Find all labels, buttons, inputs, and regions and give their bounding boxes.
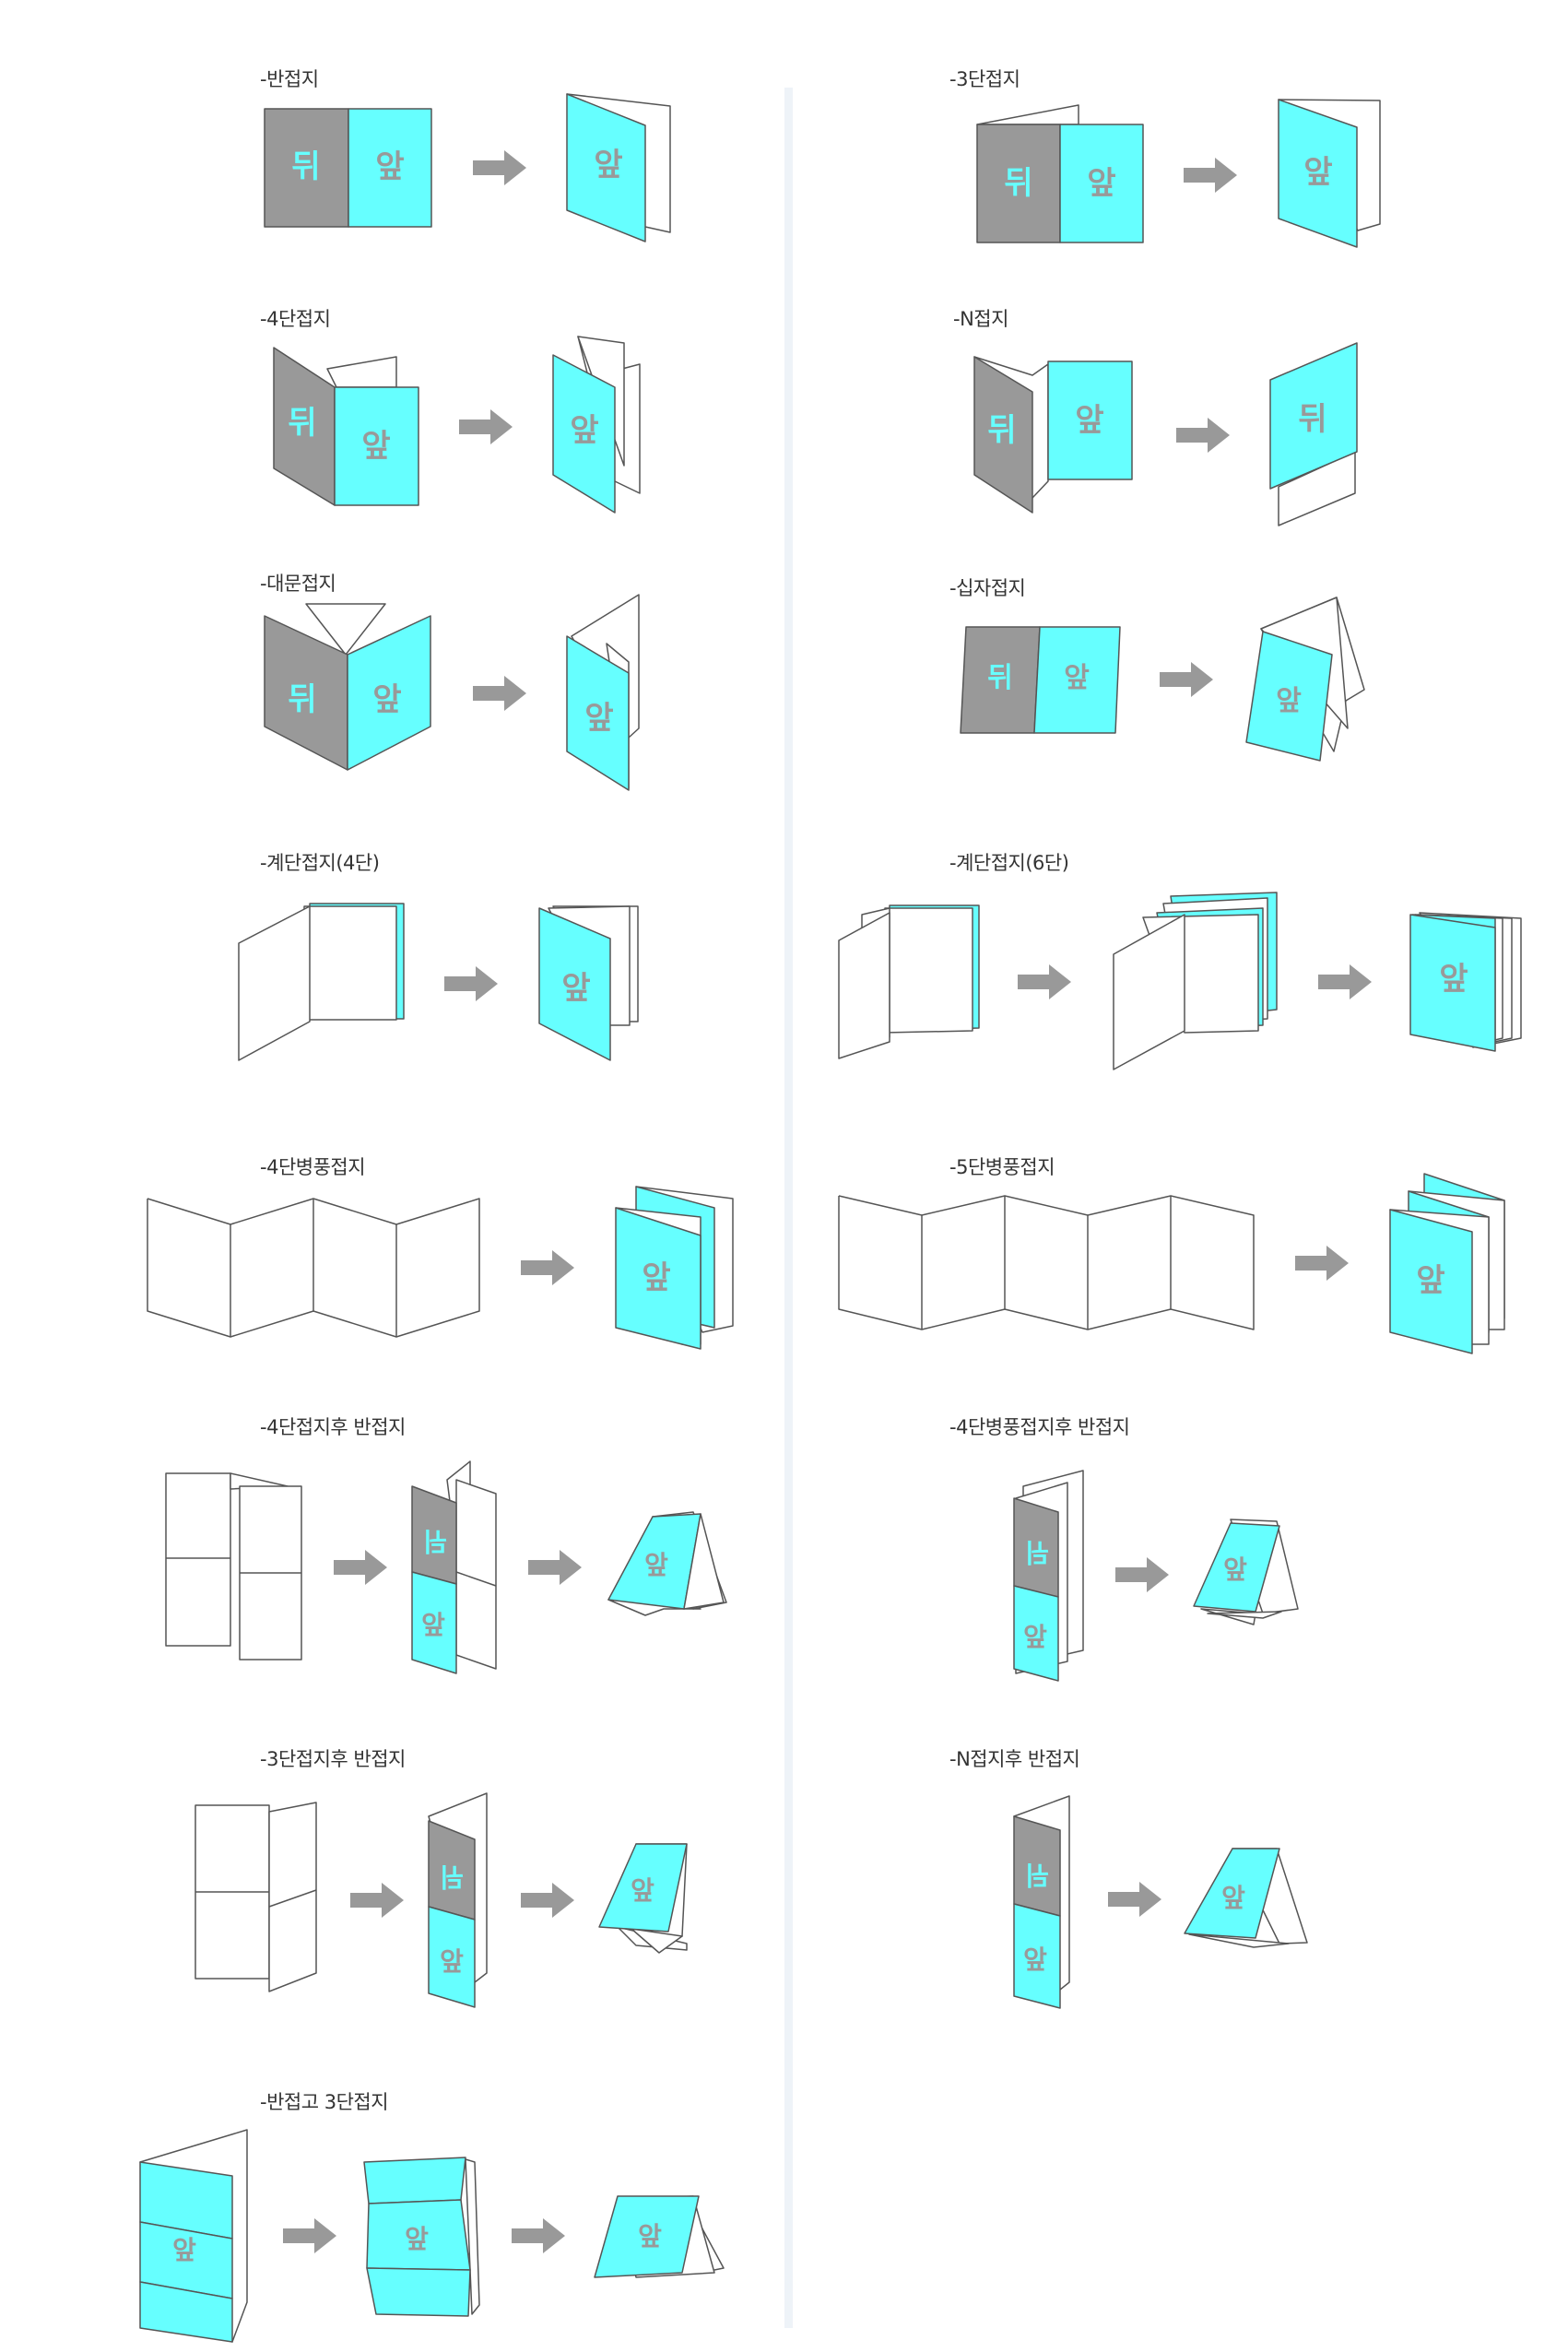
label-tri-fold: -3단접지: [949, 68, 1020, 90]
back-text: 뒤: [987, 662, 1013, 694]
label-step-fold-6: -계단접지(6단): [949, 852, 1069, 874]
front-text: 앞: [172, 2235, 196, 2265]
half-then-tri-diagram: 앞 앞 앞: [139, 2129, 725, 2343]
front-text: 앞: [561, 970, 590, 1007]
label-gate-fold: -대문접지: [260, 573, 336, 595]
label-half-fold: -반접지: [260, 68, 319, 90]
back-text: 뒤: [1004, 165, 1032, 202]
accordion-5-diagram: 앞: [838, 1173, 1505, 1354]
label-step-fold-4: -계단접지(4단): [260, 852, 380, 874]
front-text: 앞: [375, 148, 404, 185]
accordion-4-then-half-diagram: 뒤 앞 앞: [1013, 1470, 1299, 1682]
front-text: 앞: [1023, 1622, 1047, 1652]
front-text: 앞: [1221, 1883, 1245, 1913]
n-then-half-diagram: 뒤 앞 앞: [1013, 1795, 1308, 2009]
gate-fold-diagram: 뒤 앞 앞: [264, 594, 640, 791]
back-text: 뒤: [440, 1862, 464, 1892]
front-text: 앞: [570, 412, 598, 449]
label-n-then-half: -N접지후 반접지: [949, 1748, 1080, 1770]
back-text: 뒤: [1025, 1860, 1049, 1890]
front-text: 앞: [440, 1946, 464, 1977]
accordion-4-diagram: 앞: [147, 1186, 734, 1350]
column-divider: [784, 88, 793, 2328]
front-text: 앞: [642, 1259, 670, 1296]
front-text: 앞: [584, 700, 613, 737]
front-text: 앞: [1276, 685, 1302, 717]
front-text: 앞: [631, 1875, 654, 1906]
label-four-panel-fold: -4단접지: [260, 308, 331, 330]
front-text: 앞: [421, 1610, 445, 1640]
label-accordion-4: -4단병풍접지: [260, 1156, 366, 1178]
front-text: 앞: [1087, 165, 1115, 202]
cross-fold-diagram: 뒤 앞 앞: [960, 597, 1365, 762]
front-text: 앞: [594, 147, 622, 183]
half-fold-diagram: 뒤 앞 앞: [264, 93, 671, 242]
back-text: 뒤: [1298, 401, 1326, 438]
back-text: 뒤: [423, 1526, 447, 1556]
front-text: 앞: [1303, 154, 1332, 191]
front-text: 앞: [1416, 1262, 1444, 1299]
front-text: 앞: [638, 2221, 662, 2252]
front-text: 앞: [1439, 961, 1468, 998]
four-panel-fold-diagram: 뒤 앞 앞: [273, 336, 641, 514]
label-tri-then-half: -3단접지후 반접지: [260, 1748, 406, 1770]
back-text: 뒤: [288, 681, 316, 718]
label-accordion-4-then-half: -4단병풍접지후 반접지: [949, 1416, 1130, 1438]
tri-fold-diagram: 뒤 앞 앞: [976, 99, 1381, 248]
label-accordion-5: -5단병풍접지: [949, 1156, 1055, 1178]
four-panel-then-half-diagram: 뒤 앞 앞: [165, 1460, 727, 1674]
label-n-fold: -N접지: [953, 308, 1008, 330]
back-text: 뒤: [987, 412, 1016, 449]
front-text: 앞: [1023, 1944, 1047, 1975]
back-text: 뒤: [288, 405, 316, 442]
front-text: 앞: [1075, 402, 1103, 439]
tri-then-half-diagram: 뒤 앞 앞: [195, 1792, 688, 2008]
n-fold-diagram: 뒤 앞 뒤: [973, 342, 1358, 526]
label-half-then-tri: -반접고 3단접지: [260, 2091, 389, 2113]
back-text: 뒤: [1025, 1537, 1049, 1567]
front-text: 앞: [405, 2224, 429, 2254]
front-text: 앞: [1223, 1554, 1247, 1585]
step-fold-6-diagram: 앞: [838, 892, 1522, 1070]
back-text: 뒤: [291, 148, 320, 185]
front-text: 앞: [372, 681, 401, 718]
label-four-panel-then-half: -4단접지후 반접지: [260, 1416, 406, 1438]
label-cross-fold: -십자접지: [949, 577, 1026, 599]
front-text: 앞: [1064, 662, 1090, 694]
front-text: 앞: [644, 1550, 668, 1580]
step-fold-4-diagram: 앞: [238, 903, 639, 1061]
front-text: 앞: [361, 428, 390, 465]
